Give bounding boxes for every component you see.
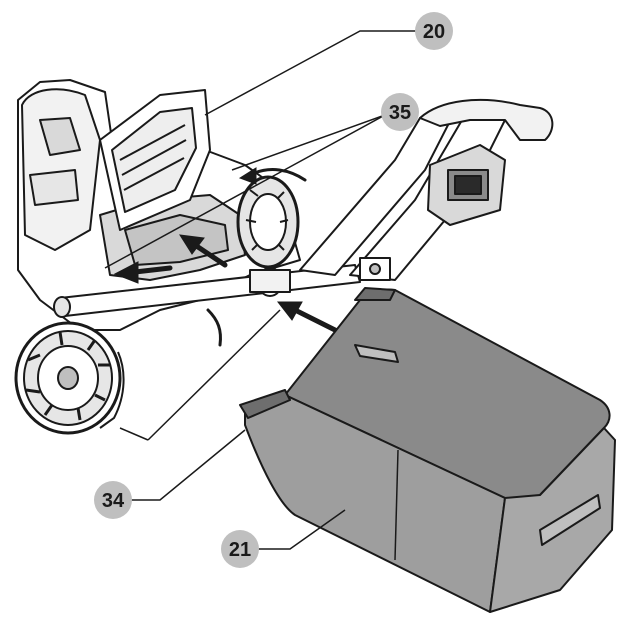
leader-lines bbox=[104, 30, 416, 550]
rear-wheel-left bbox=[14, 321, 125, 435]
leader-21 bbox=[258, 509, 346, 550]
bag-side-face bbox=[489, 427, 616, 613]
callout-35: 35 bbox=[381, 93, 419, 131]
grass-catcher-bag bbox=[239, 287, 616, 613]
callout-34-label: 34 bbox=[102, 490, 125, 512]
handle-assembly bbox=[53, 98, 554, 318]
callout-34: 34 bbox=[94, 481, 132, 519]
leader-35-b bbox=[104, 114, 386, 269]
direction-arrows bbox=[113, 167, 338, 347]
callout-20-label: 20 bbox=[423, 21, 445, 43]
callout-21: 21 bbox=[221, 530, 259, 568]
guide-lines bbox=[119, 309, 281, 441]
callout-20: 20 bbox=[415, 12, 453, 50]
rear-wheel-right bbox=[236, 175, 300, 269]
leader-20 bbox=[204, 30, 416, 116]
callout-21-label: 21 bbox=[229, 539, 251, 561]
callout-35-label: 35 bbox=[389, 102, 411, 124]
mower-deck bbox=[17, 79, 301, 331]
leader-34 bbox=[130, 429, 246, 501]
leader-35-a bbox=[231, 114, 386, 171]
